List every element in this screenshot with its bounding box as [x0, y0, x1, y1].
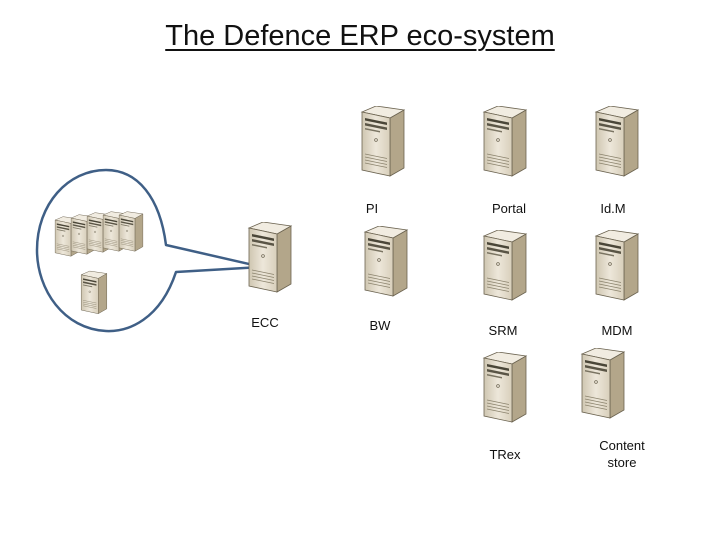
mdm-label: MDM [601, 323, 633, 338]
pi-server-icon [360, 106, 406, 178]
cluster-server-icon [118, 210, 144, 254]
content-store-server-icon [580, 348, 626, 420]
page-title: The Defence ERP eco-system [165, 20, 555, 52]
ecc-server-icon [247, 222, 293, 294]
portal-server-icon [482, 106, 528, 178]
trex-label: TRex [489, 447, 521, 462]
bw-server-icon [363, 226, 409, 298]
srm-label: SRM [488, 323, 518, 338]
idm-label: Id.M [600, 201, 626, 216]
content-store-label-line2: store [607, 455, 637, 470]
cluster-server-icon [80, 270, 108, 316]
portal-label: Portal [492, 201, 526, 216]
srm-server-icon [482, 230, 528, 302]
bw-label: BW [369, 318, 391, 333]
idm-server-icon [594, 106, 640, 178]
mdm-server-icon [594, 230, 640, 302]
pi-label: PI [365, 201, 379, 216]
content-store-label: Content store [572, 437, 672, 471]
content-store-label-line1: Content [599, 438, 645, 453]
trex-server-icon [482, 352, 528, 424]
ecc-label: ECC [251, 315, 279, 330]
